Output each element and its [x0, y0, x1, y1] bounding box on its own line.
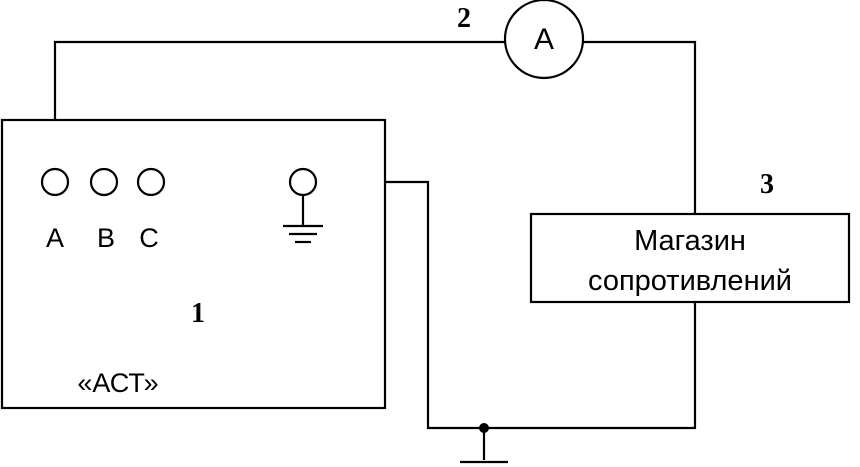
- ground-icon: [283, 195, 323, 244]
- resistance-box-number: 3: [760, 169, 774, 200]
- terminal-b: [89, 167, 119, 197]
- wire-resistance-box-to-ground: [316, 180, 697, 430]
- ammeter-symbol: A: [534, 23, 554, 56]
- device-number: 1: [191, 298, 205, 329]
- resistance-box-line2: сопротивлений: [588, 265, 792, 297]
- terminal-c-label: C: [139, 223, 159, 253]
- terminal-b-label: B: [97, 223, 115, 253]
- wire-ammeter-to-resistance-box: [583, 40, 697, 214]
- terminal-a-label: A: [46, 223, 64, 253]
- resistance-box-line1: Магазин: [634, 225, 746, 257]
- device-name: «АСТ»: [77, 368, 158, 398]
- terminal-c: [136, 167, 166, 197]
- terminal-a: [40, 167, 70, 197]
- resistance-box: [529, 212, 851, 304]
- terminal-ground: [288, 167, 318, 197]
- ammeter-circle: [503, 0, 585, 80]
- junction-dot: [479, 423, 489, 433]
- ast-device-box: [0, 118, 387, 410]
- ammeter-number: 2: [457, 3, 471, 34]
